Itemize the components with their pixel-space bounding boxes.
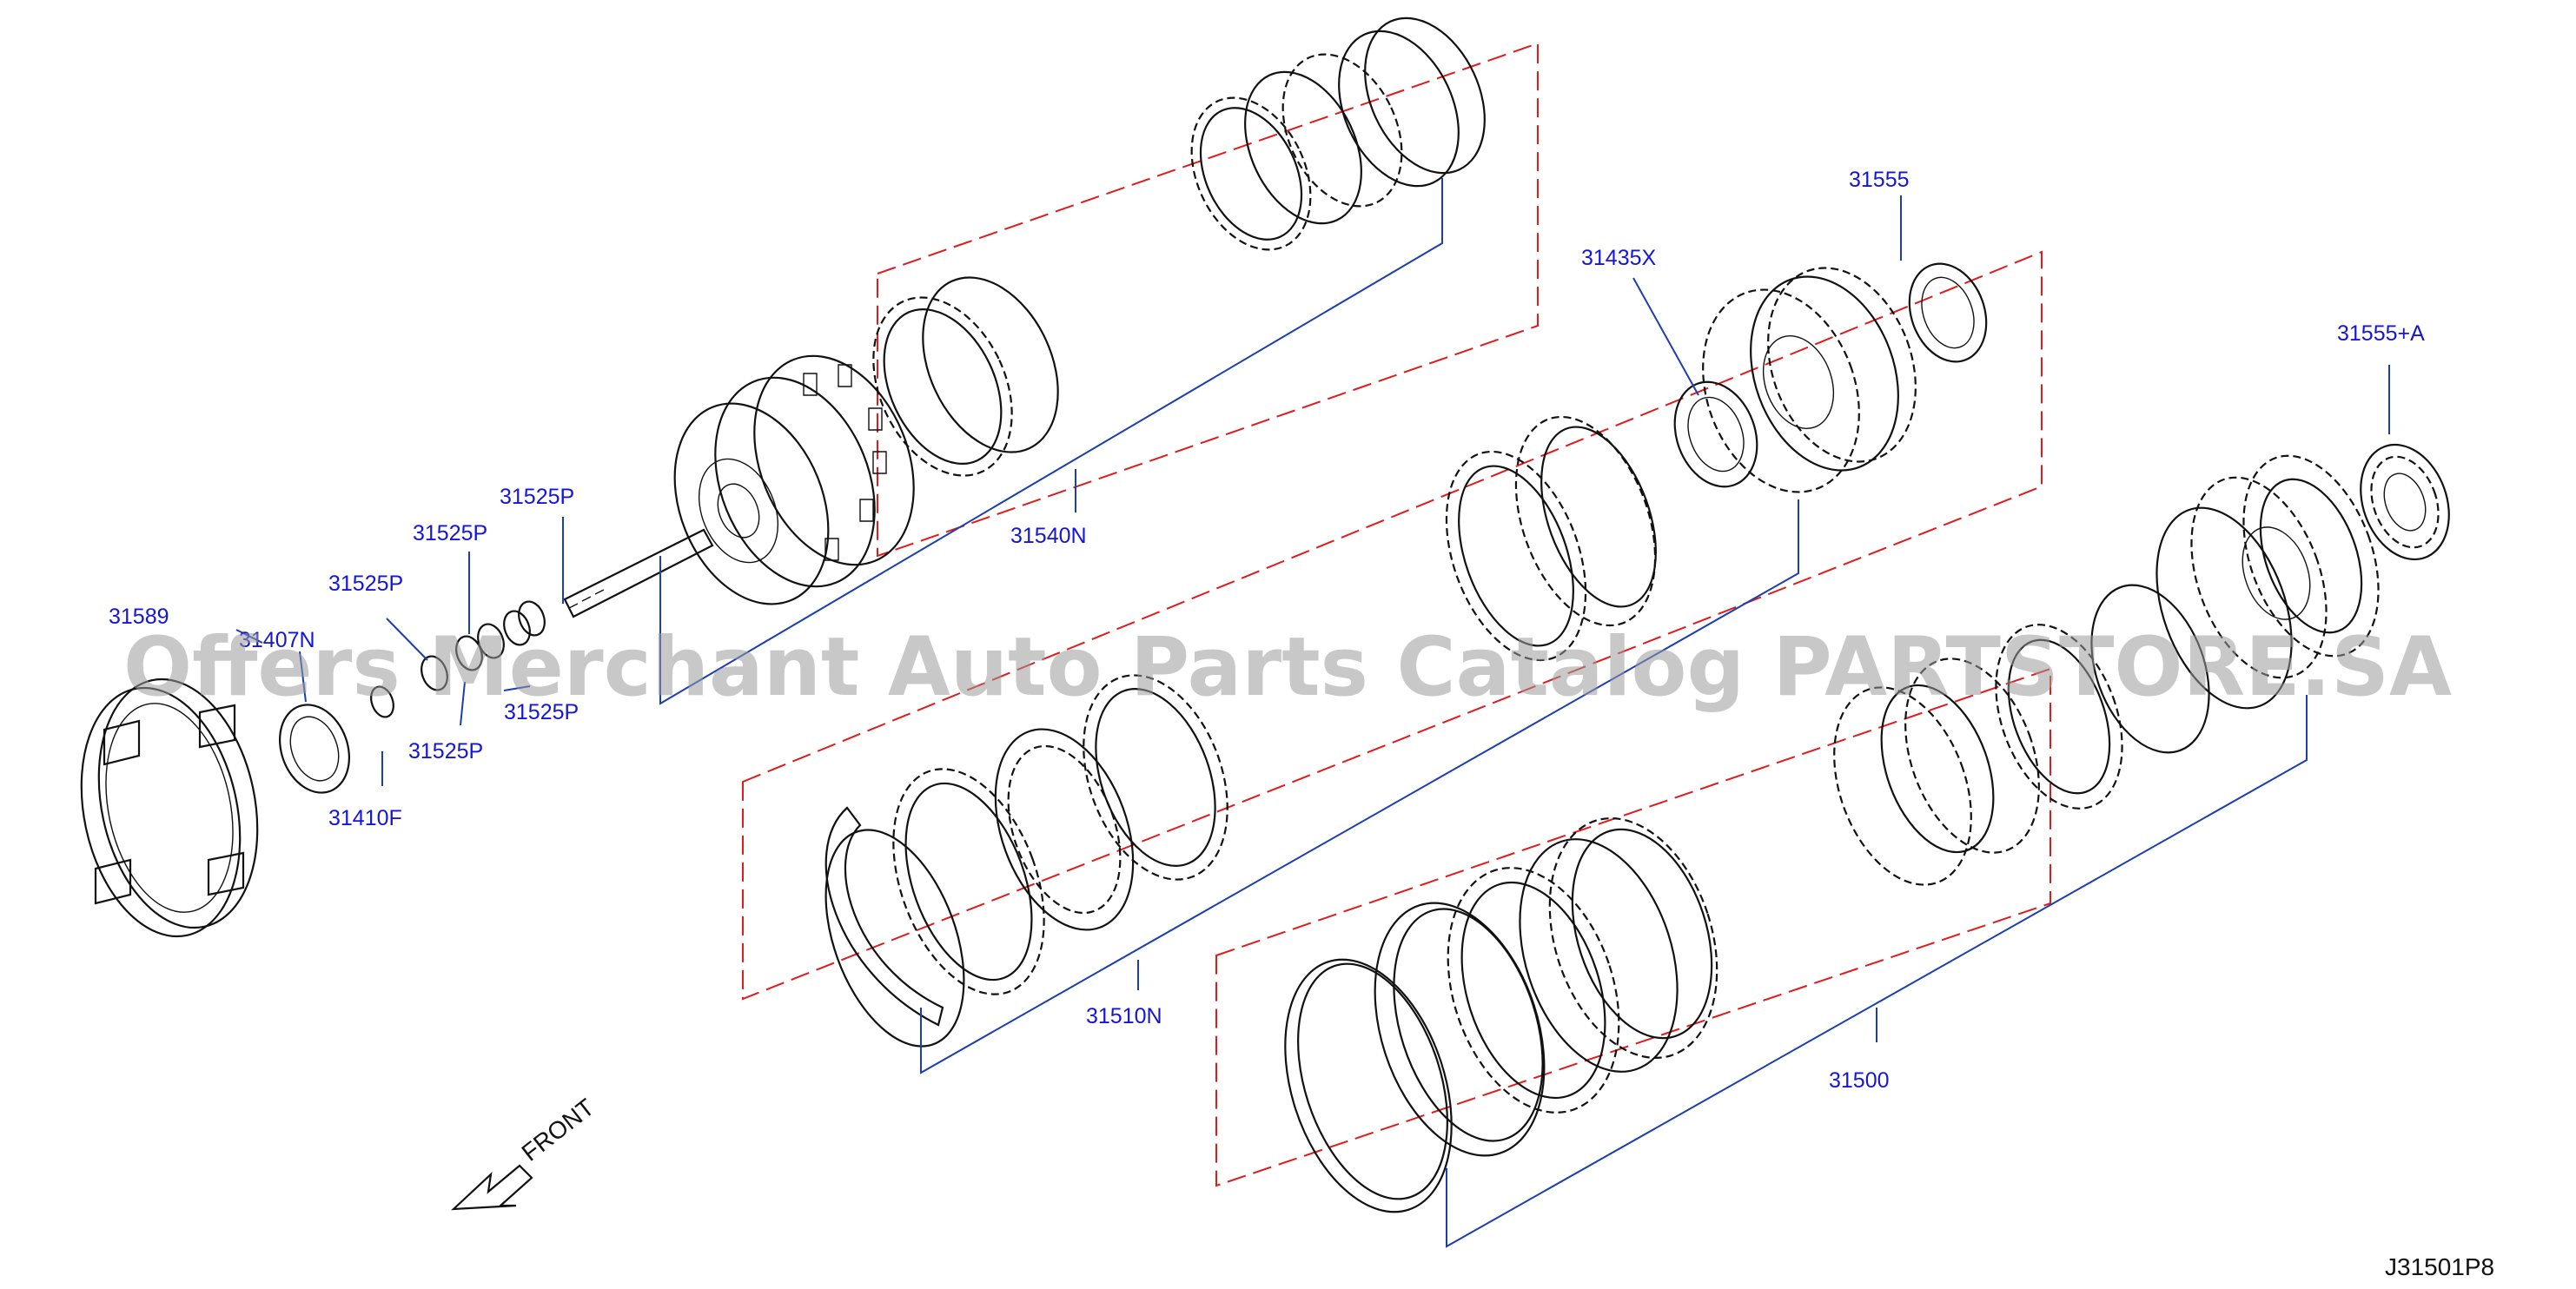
part-31555-hub[interactable] bbox=[1676, 248, 1999, 514]
part-31555a-bearing[interactable] bbox=[2346, 433, 2465, 572]
part-labels: 31589 31407N 31410F 31525P 31525P 31525P… bbox=[109, 168, 2425, 1093]
label-31510n[interactable]: 31510N bbox=[1086, 1004, 1162, 1028]
watermark-text: Offers Merchant Auto Parts Catalog PARTS… bbox=[123, 620, 2452, 715]
front-arrow-icon bbox=[451, 1164, 533, 1211]
part-31410f-ring[interactable] bbox=[368, 684, 398, 720]
leader-lines bbox=[235, 178, 2390, 1248]
diagram-code: J31501P8 bbox=[2385, 1253, 2494, 1280]
label-31525p-4[interactable]: 31525P bbox=[504, 700, 579, 724]
part-31500-plates[interactable] bbox=[1255, 797, 1746, 1233]
group-outlines bbox=[742, 42, 2051, 1187]
label-31525p-3[interactable]: 31525P bbox=[500, 485, 574, 509]
label-31589[interactable]: 31589 bbox=[109, 605, 169, 629]
label-31435x[interactable]: 31435X bbox=[1581, 246, 1657, 270]
outline-31540n bbox=[877, 42, 1539, 558]
outline-31500 bbox=[1215, 667, 2051, 1187]
part-31589-housing[interactable] bbox=[60, 664, 279, 951]
front-indicator: FRONT bbox=[451, 1094, 599, 1211]
part-31435x-washer[interactable] bbox=[1661, 370, 1771, 498]
front-label: FRONT bbox=[517, 1094, 599, 1167]
part-31500-drum[interactable] bbox=[1809, 437, 2404, 903]
label-31525p-5[interactable]: 31525P bbox=[408, 739, 483, 763]
label-31525p-1[interactable]: 31525P bbox=[328, 572, 403, 596]
part-31525p-seals[interactable] bbox=[417, 598, 549, 693]
part-31407n-washer[interactable] bbox=[268, 695, 361, 803]
label-31407n[interactable]: 31407N bbox=[239, 628, 315, 652]
part-31510n-assembly[interactable] bbox=[799, 398, 1682, 1065]
label-31555[interactable]: 31555 bbox=[1849, 168, 1910, 192]
label-31555a[interactable]: 31555+A bbox=[2337, 321, 2425, 346]
label-31410f[interactable]: 31410F bbox=[328, 806, 402, 830]
outline-31510n bbox=[742, 250, 2043, 1001]
label-31540n[interactable]: 31540N bbox=[1010, 524, 1087, 548]
label-31500[interactable]: 31500 bbox=[1829, 1068, 1890, 1093]
part-31540n-drum[interactable] bbox=[563, 332, 944, 627]
label-31525p-2[interactable]: 31525P bbox=[413, 521, 487, 545]
